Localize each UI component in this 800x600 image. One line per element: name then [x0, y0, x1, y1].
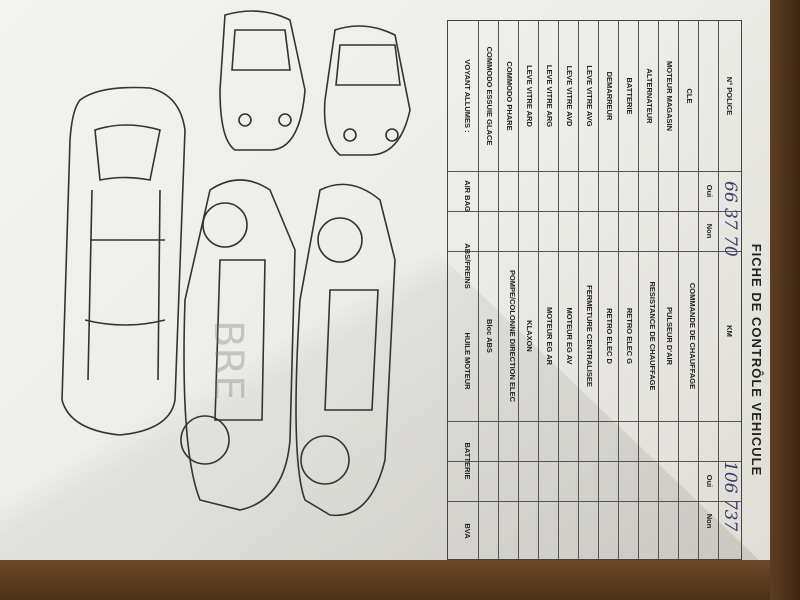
- wood-surface-right: [770, 0, 800, 600]
- voyant-batterie: BATTERIE: [463, 442, 472, 480]
- form-container: FICHE DE CONTRÔLE VEHICULE N° POLICE: [440, 10, 770, 570]
- stamp-watermark: BRE: [205, 320, 251, 401]
- left-item: COMMODO ESSUIE GLACE: [485, 46, 494, 146]
- form-grid: N° POLICE 66 37 70 KM 106 737 Oui Non Ou…: [447, 20, 742, 560]
- form-title: FICHE DE CONTRÔLE VEHICULE: [749, 243, 764, 477]
- police-label: N° POLICE: [725, 76, 734, 116]
- right-item: FERMETURE CENTRALISEE: [585, 285, 594, 387]
- left-item: LEVE VITRE ARG: [545, 64, 554, 128]
- right-item: KLAXON: [525, 320, 534, 352]
- car-front-view: [219, 10, 306, 151]
- right-item: COMMANDE DE CHAUFFAGE: [688, 282, 697, 390]
- right-item: RESISTANCE DE CHAUFFAGE: [648, 281, 657, 391]
- wood-surface-bottom: [0, 560, 800, 600]
- voyant-huile: HUILE MOTEUR: [463, 332, 472, 390]
- right-item: Bloc ABS: [485, 319, 494, 353]
- non-header-right: Non: [705, 513, 714, 529]
- right-item: MOTEUR EG AR: [545, 306, 554, 366]
- left-item: LEVE VITRE AVD: [565, 65, 574, 127]
- left-item: LEVE VITRE ARD: [525, 65, 534, 127]
- left-item: CLE: [685, 88, 694, 104]
- voyant-bva: BVA: [463, 523, 472, 539]
- km-label: KM: [725, 325, 734, 337]
- police-value: 66 37 70: [720, 181, 740, 257]
- oui-header-right: Oui: [705, 474, 714, 488]
- car-top-view: [61, 86, 186, 436]
- left-item: DEMARREUR: [605, 71, 614, 121]
- control-form: FICHE DE CONTRÔLE VEHICULE N° POLICE: [440, 10, 770, 570]
- left-item: BATTERIE: [625, 77, 634, 115]
- vehicle-diagrams: BRE: [61, 10, 411, 517]
- car-side-view-right: [295, 183, 396, 517]
- right-item: MOTEUR EG AV: [565, 307, 574, 365]
- left-item: COMMODO PHARE: [505, 61, 514, 131]
- right-item: PULSEUR D'AIR: [665, 306, 674, 366]
- oui-header-left: Oui: [705, 184, 714, 198]
- voyant-label: VOYANT ALLUMES :: [463, 59, 472, 133]
- left-item: MOTEUR MAGASIN: [665, 61, 674, 131]
- right-item: RETRO ELEC D: [605, 308, 614, 364]
- voyant-abs: ABS/FREINS: [463, 243, 472, 289]
- right-item: RETRO ELEC G: [625, 307, 634, 365]
- right-item: POMPE/COLONNE DIRECTION ELEC: [508, 269, 517, 403]
- paper-sheet: [0, 0, 785, 585]
- left-item: LEVE VITRE AVG: [585, 65, 594, 127]
- non-header-left: Non: [705, 223, 714, 239]
- left-item: ALTERNATEUR: [645, 68, 654, 124]
- car-rear-view: [323, 25, 411, 156]
- km-value: 106 737: [720, 461, 740, 532]
- car-outline-drawings: BRE: [61, 10, 411, 517]
- voyant-airbag: AIR BAG: [463, 180, 472, 212]
- car-side-view-left: [183, 179, 296, 511]
